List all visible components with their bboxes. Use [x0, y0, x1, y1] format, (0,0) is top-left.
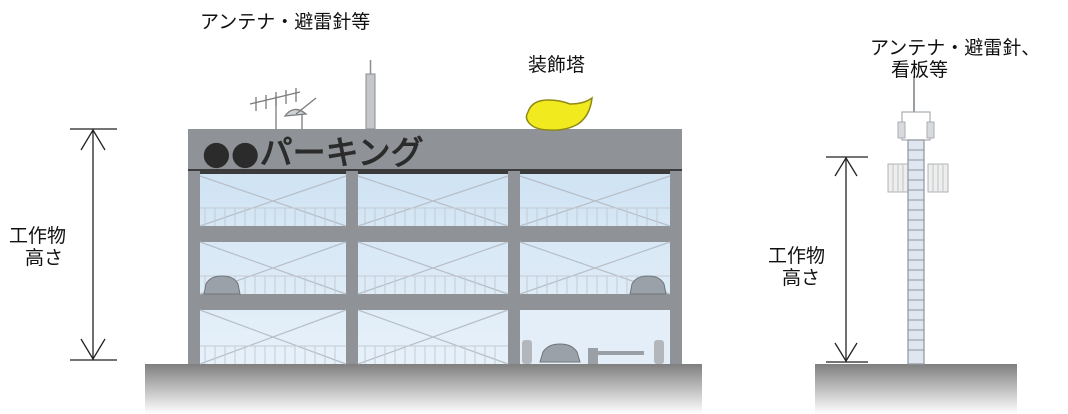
- roof-sign-band: [188, 129, 682, 171]
- lightning-rod-icon: [365, 60, 376, 130]
- gate-bar: [598, 351, 644, 355]
- label-structure-height-right-1: 工作物: [768, 245, 825, 267]
- label-antenna-signboard-line2: 看板等: [891, 59, 948, 81]
- bollard: [654, 340, 664, 364]
- gate-post: [588, 348, 598, 364]
- height-dimension-right: [826, 156, 868, 363]
- height-dimension-left: [70, 128, 117, 361]
- antenna-tower: [887, 76, 949, 365]
- car-icon: [203, 275, 241, 295]
- label-structure-height-right-2: 高さ: [782, 267, 820, 289]
- bollard: [522, 340, 532, 364]
- satellite-dish-icon: [283, 97, 317, 129]
- label-structure-height-left-1: 工作物: [9, 225, 66, 247]
- label-structure-height-left-2: 高さ: [25, 247, 63, 269]
- ground-right: [815, 364, 1017, 414]
- decorative-tower-ornament: [525, 96, 593, 131]
- label-decorative-tower: 装飾塔: [528, 54, 585, 76]
- parking-sign-text: ●●パーキング: [202, 133, 424, 172]
- parking-building: [188, 129, 682, 365]
- label-antenna-signboard-line1: アンテナ・避雷針、: [870, 37, 1040, 59]
- label-antenna-lightning-rod: アンテナ・避雷針等: [200, 11, 370, 33]
- tv-antenna-icon: [249, 88, 301, 129]
- ground-left: [145, 364, 702, 414]
- car-icon: [629, 275, 667, 295]
- car-icon: [539, 343, 581, 363]
